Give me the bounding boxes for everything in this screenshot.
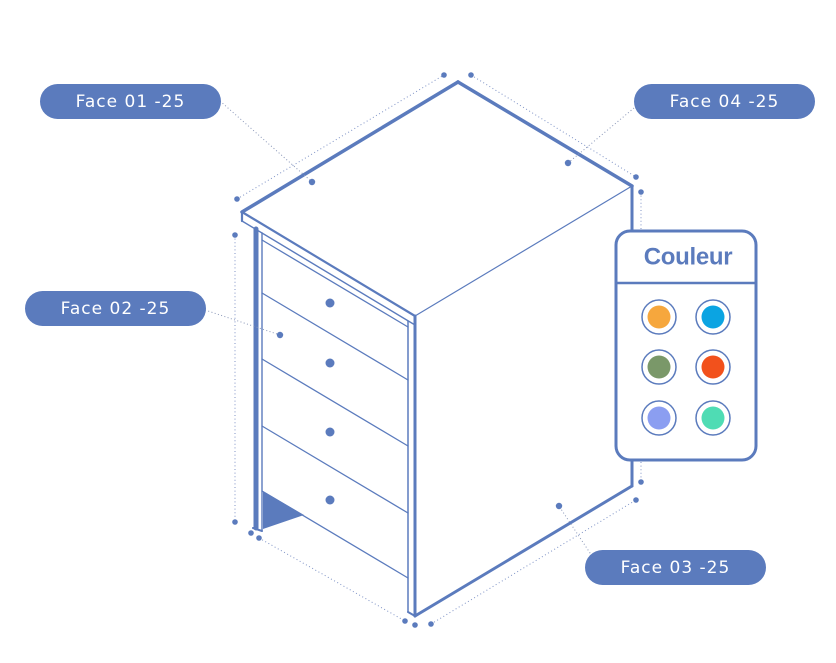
- face-03-marker-dot: [555, 502, 563, 510]
- top-front-left-edge: [240, 210, 417, 318]
- drawer-divider-3: [261, 425, 409, 514]
- swatch-fill: [647, 355, 671, 379]
- cabinet-right-side-face: [415, 186, 632, 616]
- face-03-label-button[interactable]: Face 03 -25: [585, 550, 766, 585]
- drawer-knob-2: [325, 358, 335, 368]
- leader-line-face-01: [219, 100, 313, 183]
- color-swatch-3[interactable]: [641, 349, 677, 385]
- top-slab-underside-edge: [241, 220, 416, 326]
- face-04-label-button[interactable]: Face 04 -25: [634, 84, 815, 119]
- dimension-dots: [232, 72, 644, 628]
- dimension-dot: [234, 196, 240, 202]
- drawer-knob-1: [325, 298, 335, 308]
- face-02-pill-background: [25, 291, 206, 326]
- dimension-line-bottom-right: [430, 499, 637, 625]
- dimension-dot: [638, 479, 644, 485]
- swatch-fill: [701, 406, 725, 430]
- color-picker-panel: Couleur: [614, 229, 758, 462]
- leader-line-face-04: [567, 107, 635, 164]
- color-swatch-1[interactable]: [641, 299, 677, 335]
- drawer-knob-3: [325, 427, 335, 437]
- face-01-pill-background: [40, 84, 221, 119]
- face-01-label: Face 01 -25: [76, 92, 186, 112]
- dimension-dot: [232, 519, 238, 525]
- dimension-dot: [638, 189, 644, 195]
- swatch-fill: [701, 305, 725, 329]
- plinth-shadow: [263, 491, 304, 529]
- swatch-fill: [701, 355, 725, 379]
- dimension-dot: [428, 621, 434, 627]
- swatch-fill: [647, 305, 671, 329]
- color-swatch-2[interactable]: [695, 299, 731, 335]
- top-back-right-edge: [456, 80, 634, 188]
- drawer-divider-2: [261, 358, 409, 447]
- left-panel-bottom-cap: [252, 527, 263, 532]
- drawer-cabinet-illustration: [240, 80, 634, 618]
- dimension-dot: [633, 174, 639, 180]
- face-03-label: Face 03 -25: [621, 558, 731, 578]
- face-01-label-button[interactable]: Face 01 -25: [40, 84, 221, 119]
- color-swatch-6[interactable]: [695, 400, 731, 436]
- drawer-knob-4: [325, 495, 335, 505]
- dimension-dot: [633, 497, 639, 503]
- face-03-pill-background: [585, 550, 766, 585]
- dimension-dot: [468, 72, 474, 78]
- dimension-dot: [441, 72, 447, 78]
- color-swatch-5[interactable]: [641, 400, 677, 436]
- dimension-dot: [248, 530, 254, 536]
- face-04-marker-dot: [564, 159, 572, 167]
- face-02-marker-dot: [276, 331, 284, 339]
- dimension-dot: [232, 232, 238, 238]
- leader-lines: [204, 100, 635, 557]
- swatch-fill: [647, 406, 671, 430]
- face-01-marker-dot: [308, 178, 316, 186]
- side-bottom-edge: [413, 484, 634, 618]
- drawer-divider-1: [261, 292, 409, 381]
- color-panel-title: Couleur: [644, 244, 733, 271]
- face-04-label: Face 04 -25: [670, 92, 780, 112]
- top-back-left-edge: [240, 80, 460, 214]
- dimension-dot: [402, 618, 408, 624]
- cabinet-top-face: [242, 82, 632, 316]
- drawer-top-line: [261, 239, 409, 328]
- dimension-dot: [256, 535, 262, 541]
- color-swatch-4[interactable]: [695, 349, 731, 385]
- top-front-right-edge: [414, 185, 633, 317]
- face-02-label-button[interactable]: Face 02 -25: [25, 291, 206, 326]
- dimension-dot: [412, 622, 418, 628]
- face-02-label: Face 02 -25: [61, 299, 171, 319]
- face-04-pill-background: [634, 84, 815, 119]
- dimension-line-top-left: [236, 74, 445, 200]
